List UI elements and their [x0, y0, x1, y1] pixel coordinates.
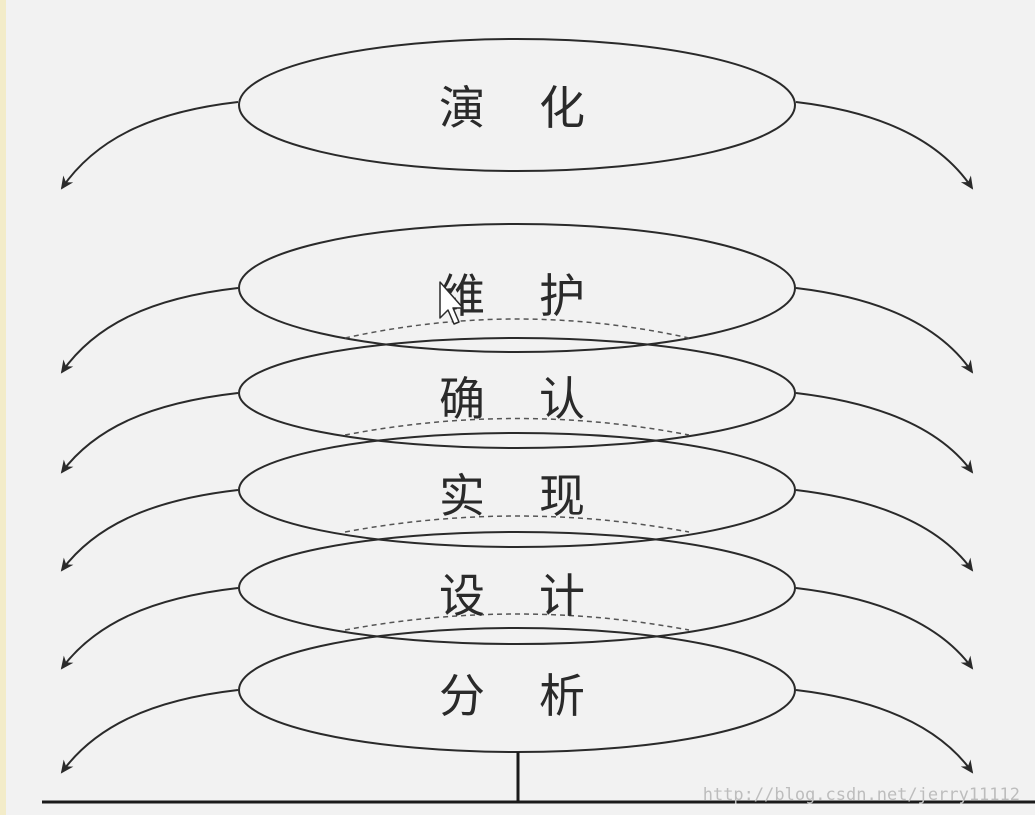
hidden-arc — [344, 318, 690, 339]
stage-label-right: 计 — [539, 569, 585, 623]
stage-ellipse-implementation — [238, 432, 796, 548]
left-spiral-arrow — [60, 101, 239, 190]
left-spiral-arrow — [60, 287, 239, 374]
stage-label-right: 现 — [539, 469, 585, 523]
watermark: http://blog.csdn.net/jerry11112 — [703, 785, 1020, 805]
stage-label-left: 演 — [439, 81, 485, 135]
stage-label-left: 分 — [439, 669, 485, 723]
left-edge-strip — [0, 0, 6, 815]
stage-label-left: 设 — [439, 569, 485, 623]
right-spiral-arrow — [795, 392, 974, 474]
right-spiral-arrow — [795, 101, 974, 190]
stage-analysis: 分 析 — [60, 627, 974, 774]
stage-implementation: 实 现 — [60, 432, 974, 572]
left-spiral-arrow — [60, 587, 239, 670]
right-spiral-arrow — [795, 689, 974, 774]
stage-label-left: 实 — [439, 469, 485, 523]
hidden-arc — [344, 515, 690, 533]
stage-validation: 确 认 — [60, 337, 974, 474]
stage-evolution: 演 化 — [60, 38, 974, 190]
hidden-arc — [344, 417, 690, 436]
hidden-arc — [344, 613, 690, 631]
stage-design: 设 计 — [60, 531, 974, 670]
left-spiral-arrow — [60, 392, 239, 474]
stage-label-right: 析 — [539, 669, 585, 723]
stage-maintenance: 维 护 — [60, 223, 974, 374]
right-spiral-arrow — [795, 587, 974, 670]
stage-ellipse-analysis — [238, 627, 796, 753]
right-spiral-arrow — [795, 287, 974, 374]
mouse-cursor-icon — [439, 281, 464, 325]
stage-label-left: 确 — [439, 372, 485, 426]
stage-label-right: 护 — [539, 269, 585, 323]
stage-label-right: 化 — [539, 81, 585, 135]
left-spiral-arrow — [60, 689, 239, 774]
stage-ellipse-evolution — [238, 38, 796, 172]
left-spiral-arrow — [60, 489, 239, 572]
right-spiral-arrow — [795, 489, 974, 572]
stage-ellipse-design — [238, 531, 796, 645]
stage-label-right: 认 — [539, 372, 585, 426]
stage-ellipse-validation — [238, 337, 796, 449]
stage-ellipse-maintenance — [238, 223, 796, 353]
